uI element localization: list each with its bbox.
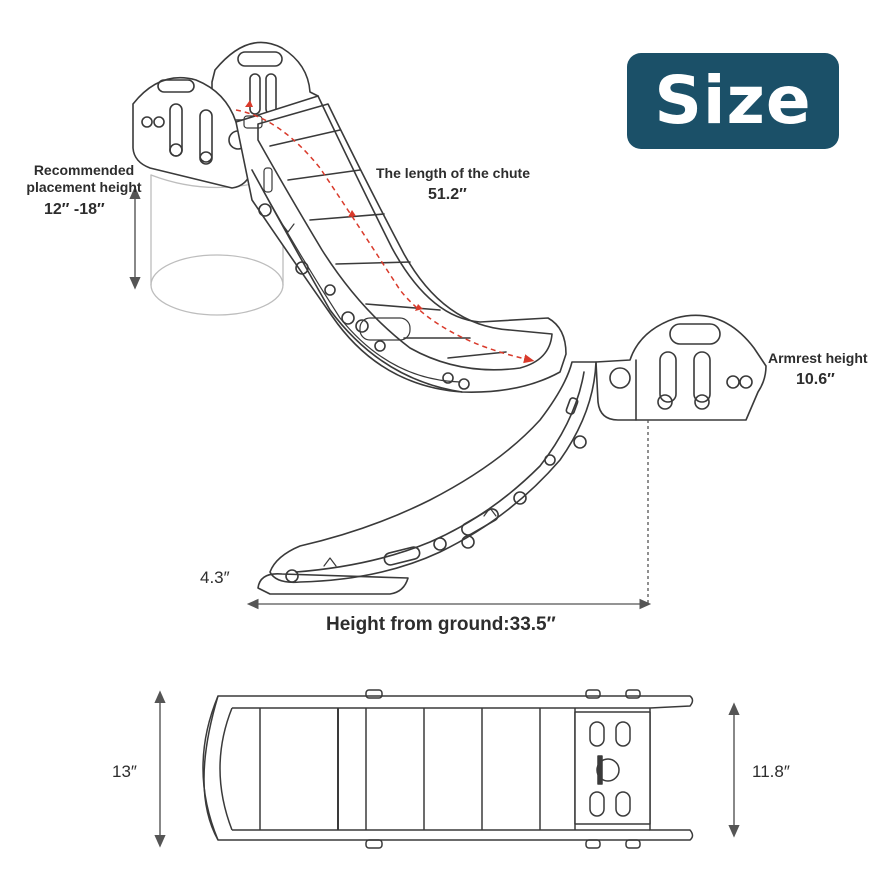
- ground-height-dimension: [246, 420, 652, 610]
- chute-length-value: 51.2″: [428, 186, 467, 203]
- slide-top-view: [202, 689, 694, 849]
- chute-body: [235, 95, 567, 393]
- top-view-outline: [203, 695, 694, 841]
- placement-height-value: 12″ -18″: [44, 201, 105, 218]
- chute-length-label: The length of the chute: [376, 165, 530, 181]
- top-view-width-left: 13″: [112, 762, 137, 781]
- size-title-badge: Size: [627, 53, 839, 149]
- placement-height-label: Recommended placement height: [14, 162, 154, 196]
- placement-label-line1: Recommended: [33, 162, 135, 178]
- armrest-height-value: 10.6″: [796, 371, 835, 388]
- base-height-value: 4.3″: [200, 568, 230, 587]
- slide-side-view: [257, 314, 767, 595]
- side-armrest: [595, 314, 767, 421]
- side-chute-rail: [269, 361, 597, 584]
- placement-label-line2: placement height: [26, 178, 142, 195]
- ground-height-label: Height from ground:33.5″: [326, 614, 556, 635]
- size-title: Size: [654, 62, 812, 139]
- armrest-height-label: Armrest height: [768, 350, 868, 366]
- top-view-width-right: 11.8″: [752, 762, 790, 781]
- slide-perspective-view: [132, 41, 567, 393]
- width-dimensions: [154, 690, 740, 848]
